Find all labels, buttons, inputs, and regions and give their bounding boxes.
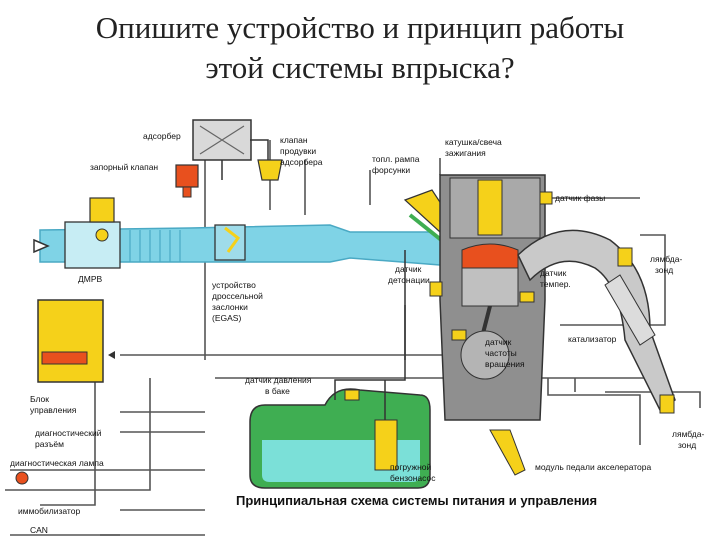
exhaust-pipe xyxy=(517,229,676,412)
label-speed-3: вращения xyxy=(485,359,525,369)
catalyst xyxy=(604,274,656,346)
crankshaft xyxy=(460,330,510,380)
slide-title-line-1: Опишите устройство и принцип работы xyxy=(95,10,625,45)
label-speed-1: датчик xyxy=(485,337,512,347)
label-lambda2-1: лямбда- xyxy=(672,429,704,439)
label-throttle-1: устройство xyxy=(212,280,256,290)
temperature-sensor xyxy=(519,291,535,303)
label-fuel-rail-2: форсунки xyxy=(372,165,410,175)
wiring-harness xyxy=(5,140,701,536)
label-temp-1: датчик xyxy=(540,268,567,278)
label-throttle-2: дроссельной xyxy=(212,291,263,301)
label-fuel-rail-1: топл. рампа xyxy=(372,154,420,164)
label-diag-lamp: диагностическая лампа xyxy=(10,458,104,468)
adsorber-filter-mesh xyxy=(199,125,245,155)
maf-sensor-element xyxy=(95,228,109,242)
label-ecu-1: Блок xyxy=(30,394,49,404)
shutoff-valve-stem xyxy=(182,186,192,198)
label-throttle-3: заслонки xyxy=(212,302,248,312)
label-coil-1: катушка/свеча xyxy=(445,137,502,147)
label-pump-2: бензонасос xyxy=(390,473,436,483)
accelerator-pedal xyxy=(489,429,526,476)
label-purge-valve-3: адсорбера xyxy=(280,157,323,167)
throttle-body xyxy=(214,224,246,261)
shutoff-valve xyxy=(175,164,199,188)
tank-pressure-sensor xyxy=(344,389,360,401)
intake-hose-ribs xyxy=(129,230,181,262)
label-speed-2: частоты xyxy=(485,348,517,358)
fuel-supply-line xyxy=(334,250,406,420)
slide-title-line-2: этой системы впрыска? xyxy=(205,50,515,85)
label-ecu-2: управления xyxy=(30,405,77,415)
phase-sensor xyxy=(539,191,553,205)
piston xyxy=(461,267,519,307)
combustion-chamber xyxy=(461,243,519,269)
label-coil-2: зажигания xyxy=(445,148,486,158)
label-catalyst: катализатор xyxy=(568,334,617,344)
label-pressure-2: в баке xyxy=(265,386,290,396)
label-phase-sensor: датчик фазы xyxy=(555,193,605,203)
label-can: CAN xyxy=(30,525,48,535)
ecu-connector xyxy=(41,351,88,365)
label-pedal: модуль педали акселератора xyxy=(535,462,652,472)
label-diag-connector-2: разъём xyxy=(35,439,64,449)
diagnostic-lamp-icon xyxy=(15,471,29,485)
purge-valve xyxy=(257,159,283,181)
lambda-sensor-downstream xyxy=(659,394,675,414)
ecu-connector-arrow-icon xyxy=(108,351,115,359)
maf-sensor-body xyxy=(64,221,121,269)
immobilizer-line xyxy=(40,378,96,506)
label-maf: ДМРВ xyxy=(78,274,103,284)
submersible-fuel-pump xyxy=(374,419,398,471)
throttle-flap xyxy=(224,226,241,253)
ignition-coil xyxy=(477,179,503,236)
label-immobilizer: иммобилизатор xyxy=(18,506,80,516)
label-knock-1: датчик xyxy=(395,264,422,274)
label-shutoff-valve: запорный клапан xyxy=(90,162,158,172)
label-adsorber: адсорбер xyxy=(143,131,181,141)
lambda-sensor-upstream xyxy=(617,247,633,267)
label-pressure-1: датчик давления xyxy=(245,375,312,385)
speed-sensor xyxy=(451,329,467,341)
air-inlet-arrow-icon xyxy=(33,238,50,254)
slide-title: Опишите устройство и принцип работы этой… xyxy=(0,8,720,88)
label-purge-valve-1: клапан xyxy=(280,135,308,145)
label-purge-valve-2: продувки xyxy=(280,146,316,156)
knock-sensor xyxy=(429,281,443,297)
label-temp-2: темпер. xyxy=(540,279,571,289)
label-lambda1-2: зонд xyxy=(655,265,673,275)
label-knock-2: детонации xyxy=(388,275,430,285)
ecu-housing xyxy=(37,299,104,383)
adsorber-lines xyxy=(221,139,269,180)
label-lambda1-1: лямбда- xyxy=(650,254,682,264)
maf-sensor-connector xyxy=(89,197,115,223)
label-pump-1: погружной xyxy=(390,462,432,472)
label-lambda2-2: зонд xyxy=(678,440,696,450)
diagram-caption: Принципиальная схема системы питания и у… xyxy=(236,493,597,508)
label-throttle-4: (EGAS) xyxy=(212,313,241,323)
label-diag-connector-1: диагностический xyxy=(35,428,102,438)
